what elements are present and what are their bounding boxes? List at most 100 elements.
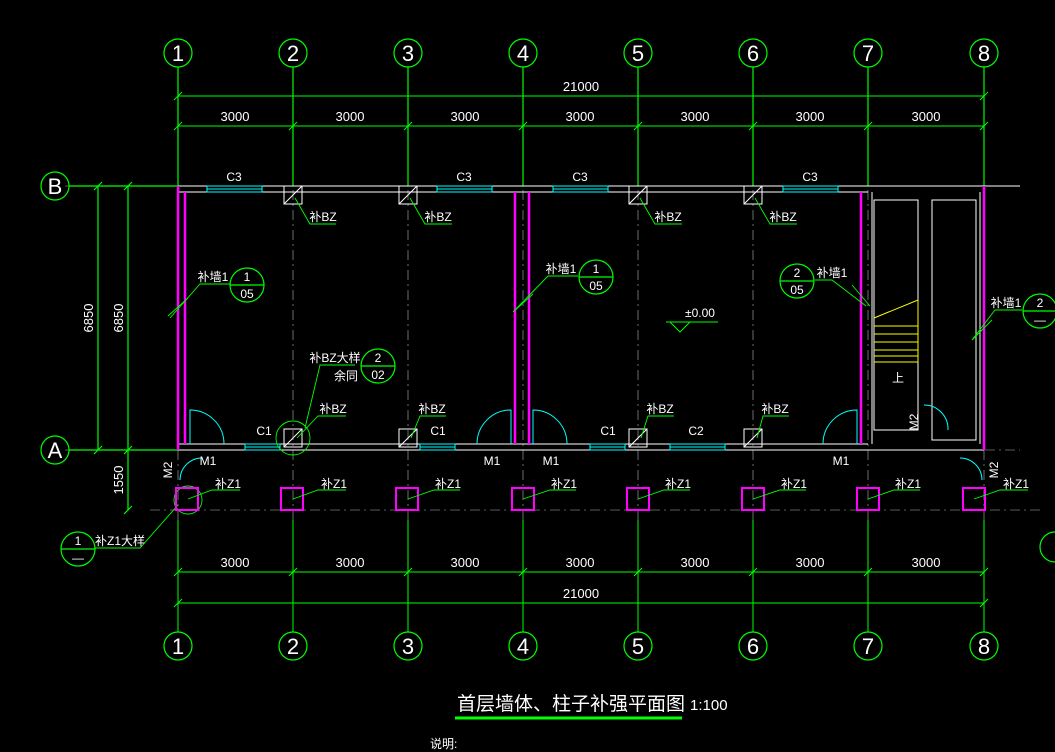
callout-6-bottom: — — [72, 551, 84, 565]
callout-5-bottom: 02 — [371, 368, 385, 382]
outer-col-tag-3: 补Z1 — [435, 477, 461, 491]
callout-4-top: 2 — [1037, 296, 1044, 310]
dim-bottom-bay-2: 3000 — [336, 555, 365, 570]
dim-top-bay-5: 3000 — [681, 109, 710, 124]
dim-top-total: 21000 — [563, 79, 599, 94]
window-label-top-2: C3 — [456, 170, 472, 184]
detail-callouts — [60, 259, 1055, 567]
level-mark-text: ±0.00 — [685, 306, 715, 320]
dim-bottom-bay-1: 3000 — [221, 555, 250, 570]
windows-bottom — [244, 443, 726, 451]
axis-label-bottom-4: 4 — [517, 634, 529, 659]
wall-tag-3: 补墙1 — [817, 266, 848, 280]
bz-detail-sub: 余同 — [334, 368, 358, 383]
axis-label-bottom-1: 1 — [172, 634, 184, 659]
axis-label-bottom-3: 3 — [402, 634, 414, 659]
window-label-top-3: C3 — [572, 170, 588, 184]
callout-5-top: 2 — [375, 351, 382, 365]
outer-col-tag-7: 补Z1 — [895, 477, 921, 491]
drawing-scale: 1:100 — [690, 697, 728, 714]
axis-label-B: B — [48, 174, 63, 199]
stair — [873, 199, 977, 441]
callout-1-bottom: 05 — [240, 287, 254, 301]
dim-bottom-bay-4: 3000 — [566, 555, 595, 570]
callout-4-bottom: — — [1034, 313, 1046, 327]
axis-label-A: A — [48, 438, 63, 463]
outer-col-tag-1: 补Z1 — [215, 477, 241, 491]
wall-tag-2: 补墙1 — [546, 262, 577, 276]
callout-6-top: 1 — [75, 534, 82, 548]
col-tag-bottom-2: 补BZ — [418, 402, 445, 416]
dim-bottom-bay-3: 3000 — [451, 555, 480, 570]
axis-label-bottom-8: 8 — [978, 634, 990, 659]
outer-col-tag-6: 补Z1 — [781, 477, 807, 491]
dim-depth-outer: 6850 — [81, 304, 96, 333]
reinforced-walls — [176, 186, 986, 450]
row-axis — [40, 171, 178, 515]
dim-corridor: 1550 — [111, 466, 126, 495]
outer-column-leaders — [187, 489, 1028, 500]
outer-col-tag-8: 补Z1 — [1003, 477, 1029, 491]
outer-col-tag-2: 补Z1 — [321, 477, 347, 491]
callout-2-bottom: 05 — [589, 279, 603, 293]
leaders — [95, 197, 1022, 549]
callout-1-top: 1 — [244, 270, 251, 284]
axis-label-bottom-6: 6 — [747, 634, 759, 659]
callout-2-top: 1 — [593, 262, 600, 276]
dim-top-bay-4: 3000 — [566, 109, 595, 124]
outer-col-tag-5: 补Z1 — [665, 477, 691, 491]
axis-label-bottom-5: 5 — [632, 634, 644, 659]
dim-bottom-total: 21000 — [563, 586, 599, 601]
dim-bottom-bay-5: 3000 — [681, 555, 710, 570]
drawing-title: 首层墙体、柱子补强平面图 — [457, 693, 685, 715]
dim-top-bay-6: 3000 — [796, 109, 825, 124]
col-tag-bottom-4: 补BZ — [761, 402, 788, 416]
door-label-6: M2 — [161, 461, 175, 478]
callout-3-bottom: 05 — [790, 283, 804, 297]
axis-label-bottom-2: 2 — [287, 634, 299, 659]
note-heading: 说明: — [430, 736, 457, 751]
window-label-bottom-1: C1 — [256, 424, 272, 438]
wall-tag-1: 补墙1 — [198, 270, 229, 284]
door-label-3: M1 — [543, 454, 560, 468]
dim-bottom-bay-6: 3000 — [796, 555, 825, 570]
door-label-2: M1 — [484, 454, 501, 468]
windows-top — [206, 185, 839, 193]
axis-label-bottom-7: 7 — [862, 634, 874, 659]
axis-label-top-1: 1 — [172, 41, 184, 66]
bz-detail-label: 补BZ大样 — [309, 350, 360, 365]
dim-top-bay-7: 3000 — [912, 109, 941, 124]
door-label-1: M1 — [200, 454, 217, 468]
level-mark — [666, 321, 718, 333]
outer-col-tag-4: 补Z1 — [551, 477, 577, 491]
axis-label-top-5: 5 — [632, 41, 644, 66]
wall-tag-4: 补墙1 — [991, 296, 1022, 310]
col-tag-top-3: 补BZ — [654, 210, 681, 224]
dim-top-bay-1: 3000 — [221, 109, 250, 124]
col-tag-top-4: 补BZ — [769, 210, 796, 224]
column-axis-bottom — [163, 531, 1055, 661]
outer-columns — [175, 487, 986, 511]
window-label-top-1: C3 — [226, 170, 242, 184]
window-label-bottom-3: C1 — [600, 424, 616, 438]
col-tag-bottom-1: 补BZ — [319, 402, 346, 416]
stair-label: 上 — [892, 371, 904, 385]
axis-label-top-6: 6 — [747, 41, 759, 66]
col-tag-bottom-3: 补BZ — [646, 402, 673, 416]
col-tag-top-2: 补BZ — [424, 210, 451, 224]
bottom-dimension-lines — [173, 520, 989, 632]
dim-depth-inner: 6850 — [111, 304, 126, 333]
door-label-5: M2 — [907, 413, 921, 430]
z1-detail-label: 补Z1大样 — [95, 533, 145, 548]
window-label-top-4: C3 — [802, 170, 818, 184]
axis-label-top-4: 4 — [517, 41, 529, 66]
doors — [179, 404, 983, 481]
axis-label-top-8: 8 — [978, 41, 990, 66]
window-label-bottom-2: C1 — [430, 424, 446, 438]
dim-bottom-bay-7: 3000 — [912, 555, 941, 570]
dim-top-bay-2: 3000 — [336, 109, 365, 124]
door-label-4: M1 — [833, 454, 850, 468]
col-tag-top-1: 补BZ — [309, 210, 336, 224]
dim-top-bay-3: 3000 — [451, 109, 480, 124]
